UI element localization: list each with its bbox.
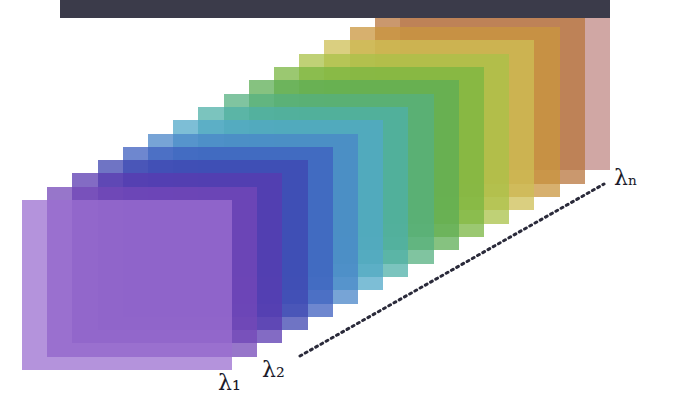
band-layer xyxy=(22,200,232,370)
wavelength-label: λ₁ xyxy=(218,371,241,395)
wavelength-label: λₙ xyxy=(614,166,637,190)
header-bar xyxy=(60,0,610,18)
dotted-leader xyxy=(300,184,604,356)
band-layers xyxy=(22,0,610,370)
wavelength-label: λ₂ xyxy=(262,358,285,382)
